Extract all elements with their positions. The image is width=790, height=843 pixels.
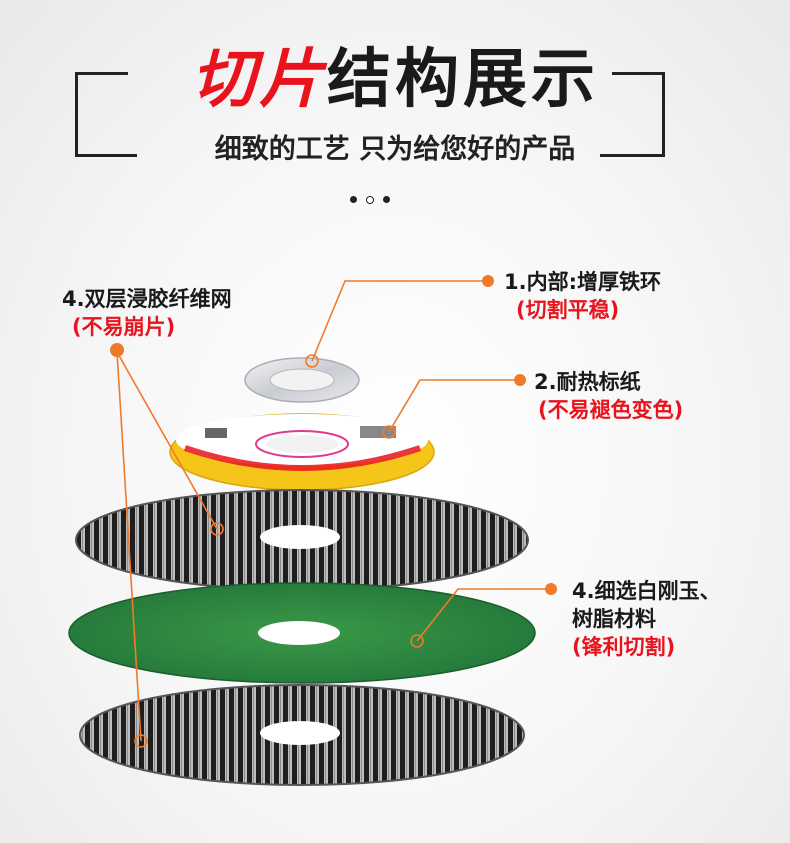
page-subtitle: 细致的工艺 只为给您好的产品 xyxy=(214,134,576,165)
callout-inner-ring-title: 1.内部:增厚铁环 xyxy=(504,270,661,294)
title-main: 结构展示 xyxy=(327,43,599,117)
callout-fiber-mesh: 4.双层浸胶纤维网 (不易崩片) xyxy=(62,285,232,341)
callout-abrasive-sub: (锋利切割) xyxy=(572,635,676,659)
label-paper-disc xyxy=(169,413,435,491)
callout-fiber-mesh-title: 4.双层浸胶纤维网 xyxy=(62,287,232,311)
title-highlight: 切片 xyxy=(191,43,327,117)
callout-label-paper: 2.耐热标纸 (不易褪色变色) xyxy=(534,368,683,424)
abrasive-disc xyxy=(68,582,536,684)
callout-inner-ring-sub: (切割平稳) xyxy=(516,298,620,322)
callout-abrasive-title-2: 树脂材料 xyxy=(572,607,656,631)
callout-label-paper-title: 2.耐热标纸 xyxy=(534,370,641,394)
fiber-mesh-disc-top xyxy=(75,489,529,591)
callout-fiber-mesh-sub: (不易崩片) xyxy=(72,315,176,339)
subtitle-line-right xyxy=(600,154,665,157)
inner-steel-ring xyxy=(244,357,360,403)
pager-dot-active xyxy=(366,196,374,204)
subtitle-line-left xyxy=(75,154,137,157)
pager-dot xyxy=(350,196,357,203)
title-bracket-right xyxy=(612,72,665,157)
page-title: 切片结构展示 xyxy=(0,40,790,120)
callout-label-paper-sub: (不易褪色变色) xyxy=(538,398,684,422)
callout-abrasive-title-1: 4.细选白刚玉、 xyxy=(572,579,721,603)
title-bracket-left xyxy=(75,72,128,157)
markers xyxy=(110,275,557,748)
pager-dot xyxy=(383,196,390,203)
leader-lines xyxy=(116,280,551,742)
pager-dots xyxy=(350,194,440,206)
callout-inner-ring: 1.内部:增厚铁环 (切割平稳) xyxy=(504,268,661,324)
fiber-mesh-disc-bottom xyxy=(79,684,525,786)
callout-abrasive: 4.细选白刚玉、 树脂材料 (锋利切割) xyxy=(572,577,721,661)
